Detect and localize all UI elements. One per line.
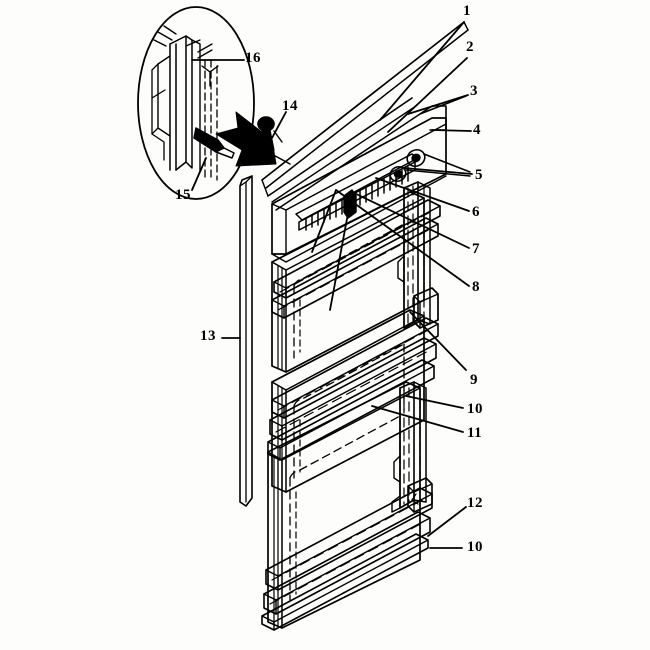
callout-label-11: 11 xyxy=(467,425,483,441)
callout-label-15: 15 xyxy=(175,187,191,203)
callout-label-9: 9 xyxy=(470,372,478,388)
hinge-bracket xyxy=(413,287,439,329)
hinge-detail-oval xyxy=(137,6,255,200)
top-trim-strip xyxy=(261,21,469,211)
middle-rail xyxy=(267,317,439,461)
callout-label-10b: 10 xyxy=(467,539,483,555)
callout-label-5: 5 xyxy=(475,167,483,183)
right-vertical-stile xyxy=(391,181,439,513)
callout-label-1: 1 xyxy=(463,3,471,19)
callout-label-2: 2 xyxy=(466,39,474,55)
left-side-trim-strip xyxy=(239,175,253,507)
callout-label-6: 6 xyxy=(472,204,480,220)
callout-label-14: 14 xyxy=(282,98,298,114)
callout-label-7: 7 xyxy=(472,241,480,257)
bottom-rail xyxy=(261,487,433,631)
callout-label-10: 10 xyxy=(467,401,483,417)
callout-label-16: 16 xyxy=(245,50,261,66)
callout-label-13: 13 xyxy=(200,328,216,344)
callout-label-8: 8 xyxy=(472,279,480,295)
callout-label-3: 3 xyxy=(470,83,478,99)
callout-label-4: 4 xyxy=(473,122,481,138)
leader-lines xyxy=(191,21,473,549)
callout-label-12: 12 xyxy=(467,495,483,511)
